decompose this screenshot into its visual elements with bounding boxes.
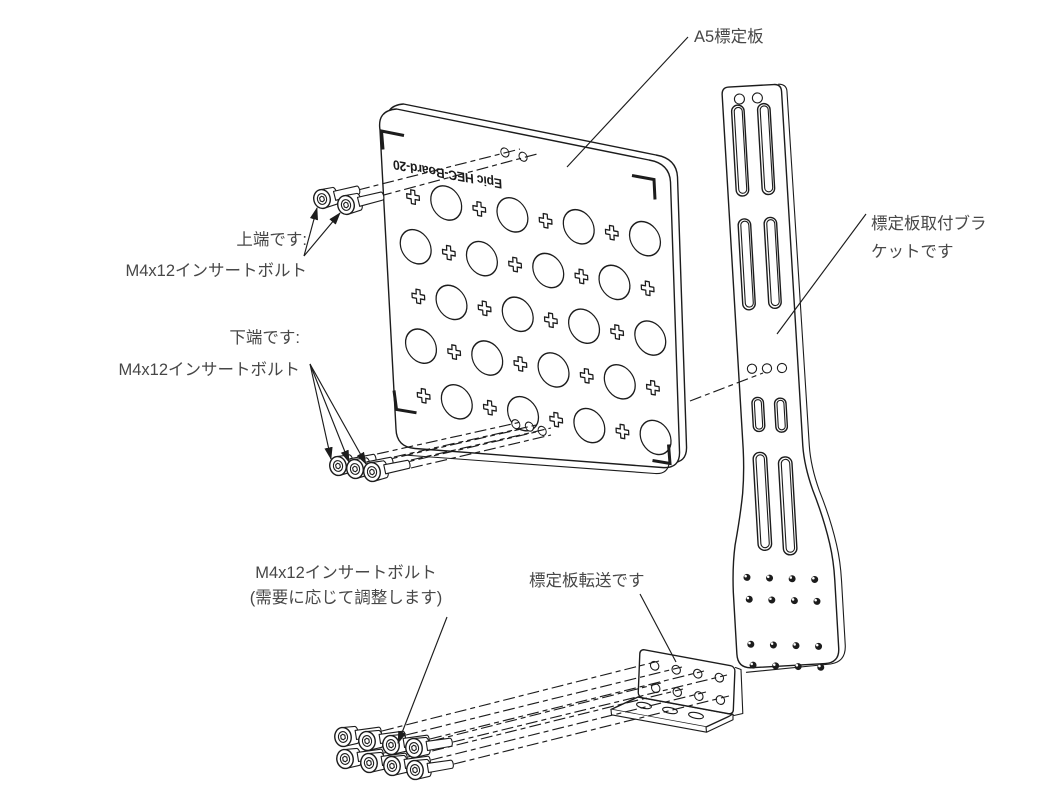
bracket-callout-label-line2: ケットです <box>871 243 954 261</box>
adjustable-label-line2: (需要に応じて調整します) <box>250 588 443 607</box>
adjustable-callout-leader <box>397 616 448 744</box>
board-mount-holes <box>500 147 547 436</box>
bracket-side-edge <box>745 83 846 673</box>
bolts-adjustable-set <box>332 720 456 782</box>
transfer-bracket-flange-slots <box>636 701 704 720</box>
bolts-bottom-trio <box>327 447 413 484</box>
top-edge-arrow <box>303 212 341 257</box>
top-edge-label-line2: M4x12インサートボルト <box>125 261 307 280</box>
bottom-edge-arrow <box>309 363 367 465</box>
fastener-centerlines <box>357 148 764 765</box>
bracket-mid-holes <box>746 362 788 374</box>
bracket-callout-label-line1: 標定板取付ブラ <box>871 213 987 233</box>
board-callout-leader <box>566 36 689 168</box>
bracket-callout-leader <box>776 213 867 335</box>
board-corner-marks <box>379 129 672 466</box>
board-dot-grid <box>399 185 672 456</box>
mounting-bracket <box>721 83 846 673</box>
transfer-bracket <box>610 649 744 733</box>
transfer-bracket-flange-edge <box>610 708 734 733</box>
callout-leaders <box>303 36 867 744</box>
callout-labels: A5標定板 標定板取付ブラ ケットです 上端です: M4x12インサートボルト … <box>118 27 986 607</box>
transfer-bracket-face <box>637 649 736 715</box>
board-callout-label: A5標定板 <box>694 27 764 46</box>
adjustable-label-line1: M4x12インサートボルト <box>255 563 437 582</box>
transfer-label: 標定板転送です <box>529 571 645 590</box>
bottom-edge-label-line1: 下端です: <box>229 328 300 347</box>
top-edge-arrow <box>303 207 318 257</box>
bottom-edge-arrow <box>309 363 350 463</box>
bracket-top-holes <box>733 92 763 105</box>
top-edge-label-line1: 上端です: <box>236 230 307 249</box>
transfer-bracket-side-edge <box>733 666 744 717</box>
transfer-callout-leader <box>639 593 677 663</box>
calibration-board: Epic HEC-Board-20 <box>378 103 688 475</box>
bottom-edge-arrow <box>309 363 333 460</box>
board-bottom-edge <box>403 454 670 475</box>
bottom-edge-label-line2: M4x12インサートボルト <box>118 360 300 379</box>
